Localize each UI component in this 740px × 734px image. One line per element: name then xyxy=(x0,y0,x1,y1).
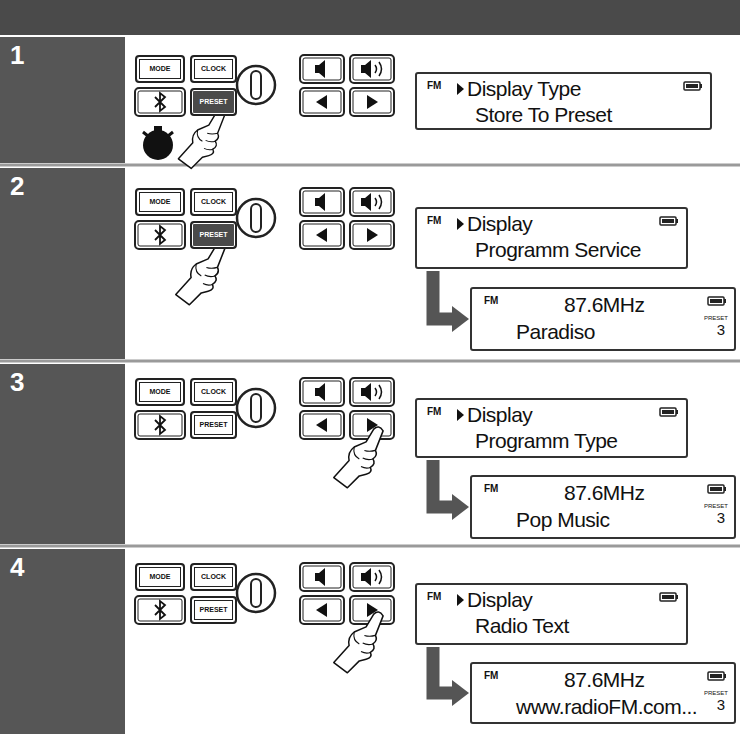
frequency-text: 87.6MHz xyxy=(564,293,645,316)
band-label: FM xyxy=(427,591,441,602)
button-label: PRESET xyxy=(199,606,227,614)
lcd-text: Display Type xyxy=(467,77,581,100)
lcd-text: Display xyxy=(467,212,532,235)
button-label: CLOCK xyxy=(201,573,226,581)
lcd-text: Programm Service xyxy=(475,238,641,261)
panel-button: PRESET xyxy=(190,88,237,116)
button-label: PRESET xyxy=(199,98,227,106)
band-label: FM xyxy=(484,295,498,306)
flow-arrow xyxy=(433,647,469,706)
band-label: FM xyxy=(427,406,441,417)
button-label: MODE xyxy=(150,573,171,581)
step-band: 1 xyxy=(0,37,125,163)
panel-button: PRESET xyxy=(190,411,237,439)
lcd-text: Store To Preset xyxy=(475,103,612,126)
preset-number: 3 xyxy=(717,510,725,527)
band-label: FM xyxy=(427,215,441,226)
preset-label: PRESET xyxy=(704,315,728,322)
panel-button: PRESET xyxy=(190,221,237,249)
panel-button: CLOCK xyxy=(190,563,237,591)
lcd-text: www.radioFM.com... xyxy=(516,695,697,718)
step-band: 3 xyxy=(0,364,125,544)
panel-button: CLOCK xyxy=(190,188,237,216)
lcd-text: Programm Type xyxy=(475,429,618,452)
step-band: 4 xyxy=(0,549,125,734)
button-label: PRESET xyxy=(199,231,227,239)
button-label: MODE xyxy=(150,198,171,206)
preset-label: PRESET xyxy=(704,690,728,697)
lcd-display: FM DisplayRadio Text xyxy=(415,583,688,645)
panel-button: MODE xyxy=(135,188,185,216)
step-number: 4 xyxy=(10,553,24,582)
flow-arrow xyxy=(433,271,469,332)
step-number: 2 xyxy=(10,172,24,201)
preset-number: 3 xyxy=(717,322,725,339)
button-label: CLOCK xyxy=(201,65,226,73)
lcd-text: Paradiso xyxy=(516,320,595,343)
preset-number: 3 xyxy=(717,697,725,714)
lcd-text: Pop Music xyxy=(516,508,610,531)
preset-label: PRESET xyxy=(704,503,728,510)
lcd-display: FM Display TypeStore To Preset xyxy=(415,72,712,130)
panel-button: PRESET xyxy=(190,596,237,624)
lcd-display: FM 87.6MHzParadiso PRESET3 xyxy=(470,287,736,351)
panel-button: MODE xyxy=(135,563,185,591)
button-label: MODE xyxy=(150,65,171,73)
panel-button: MODE xyxy=(135,55,185,83)
lcd-display: FM 87.6MHz www.radioFM.com... PRESET3 xyxy=(470,662,736,724)
flow-arrow xyxy=(433,460,469,520)
band-label: FM xyxy=(484,483,498,494)
lcd-text: Radio Text xyxy=(475,614,569,637)
frequency-text: 87.6MHz xyxy=(564,481,645,504)
panel-button: MODE xyxy=(135,378,185,406)
panel-button: CLOCK xyxy=(190,378,237,406)
step-band: 2 xyxy=(0,168,125,359)
button-label: CLOCK xyxy=(201,198,226,206)
button-label: MODE xyxy=(150,388,171,396)
band-label: FM xyxy=(427,80,441,91)
panel-button: CLOCK xyxy=(190,55,237,83)
lcd-text: Display xyxy=(467,588,532,611)
lcd-display: FM DisplayProgramm Service xyxy=(415,207,688,269)
lcd-display: FM 87.6MHzPop Music PRESET3 xyxy=(470,475,736,539)
lcd-text: Display xyxy=(467,403,532,426)
button-label: PRESET xyxy=(199,421,227,429)
frequency-text: 87.6MHz xyxy=(564,668,645,691)
step-number: 1 xyxy=(10,41,24,70)
lcd-display: FM DisplayProgramm Type xyxy=(415,398,688,458)
band-label: FM xyxy=(484,670,498,681)
button-label: CLOCK xyxy=(201,388,226,396)
step-number: 3 xyxy=(10,368,24,397)
